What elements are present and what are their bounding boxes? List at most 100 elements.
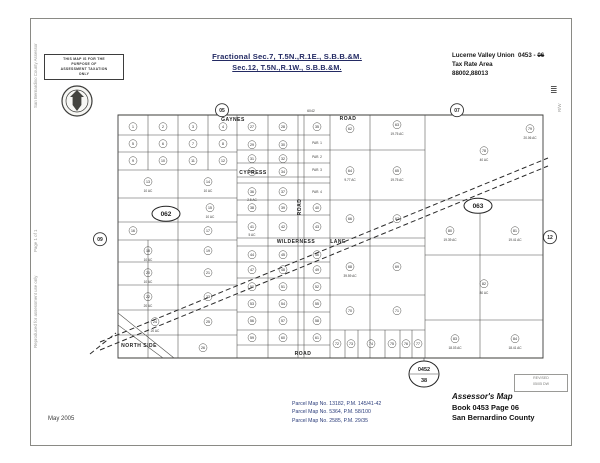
- svg-text:77: 77: [416, 342, 420, 346]
- parcel-number: 50: [247, 282, 257, 291]
- road-label: ROAD: [297, 199, 303, 216]
- parcel-number: 14: [203, 177, 213, 186]
- parcel-number: 67: [392, 214, 402, 223]
- tax-rate-block: Lucerne Valley Union 0453 - 06 Tax Rate …: [452, 52, 572, 79]
- svg-text:5: 5: [132, 142, 134, 146]
- map-label: 5 AC: [249, 233, 257, 237]
- svg-text:65: 65: [395, 169, 399, 173]
- parcel-number: 84: [510, 334, 520, 343]
- svg-text:43: 43: [315, 225, 319, 229]
- svg-text:6042: 6042: [307, 109, 315, 113]
- svg-text:80 AC: 80 AC: [480, 291, 489, 295]
- svg-text:19.75 AC: 19.75 AC: [390, 132, 404, 136]
- parcel-number: 16: [128, 226, 138, 235]
- svg-text:42: 42: [281, 225, 285, 229]
- parcel-number: 7: [188, 139, 198, 148]
- svg-text:54: 54: [281, 302, 285, 306]
- road-label: WILDERNESS: [277, 239, 315, 245]
- road-label: ROAD: [340, 116, 356, 122]
- parcel-number: 19: [203, 246, 213, 255]
- parcel-number: 27: [247, 122, 257, 131]
- svg-text:83: 83: [453, 337, 457, 341]
- parcel-number: 55: [312, 299, 322, 308]
- parcel-number: 37: [278, 187, 288, 196]
- reference-note: Parcel Map No. 2585, P.M. 29/35: [292, 417, 369, 424]
- revision-box-line: 05/05 DW: [533, 381, 549, 386]
- svg-text:5 AC: 5 AC: [249, 233, 257, 237]
- map-date: May 2005: [48, 416, 75, 422]
- parcel-number: 20: [143, 268, 153, 277]
- parcel-number: 60: [278, 333, 288, 342]
- svg-text:10 AC: 10 AC: [206, 215, 215, 219]
- parcel-number: 28: [278, 122, 288, 131]
- svg-text:2.5 AC: 2.5 AC: [247, 198, 257, 202]
- map-label: 10 AC: [144, 189, 153, 193]
- map-label: 80 AC: [480, 291, 489, 295]
- parcel-number: 48: [278, 265, 288, 274]
- svg-text:19.41 AC: 19.41 AC: [508, 238, 522, 242]
- svg-text:19: 19: [206, 249, 210, 253]
- parcel-number: 49: [312, 265, 322, 274]
- svg-text:75: 75: [390, 342, 394, 346]
- svg-text:45: 45: [281, 253, 285, 257]
- parcel-number: 34: [278, 167, 288, 176]
- svg-text:29: 29: [250, 143, 254, 147]
- sheet-ref-page: 38: [421, 378, 427, 384]
- parcel-number: 79: [525, 124, 535, 133]
- parcel-number: 76: [401, 339, 411, 348]
- svg-text:2: 2: [162, 125, 164, 129]
- parcel-number: 18: [143, 246, 153, 255]
- svg-text:82: 82: [482, 282, 486, 286]
- svg-text:61: 61: [315, 336, 319, 340]
- parcel-number: 57: [278, 316, 288, 325]
- map-label: PAR. 3: [312, 168, 322, 172]
- parcel-number: 21: [203, 268, 213, 277]
- svg-text:72: 72: [335, 342, 339, 346]
- map-label: 10 AC: [144, 258, 153, 262]
- parcel-number: 66: [345, 214, 355, 223]
- svg-text:4: 4: [222, 125, 224, 129]
- svg-text:9: 9: [132, 159, 134, 163]
- map-label: 10 AC: [144, 280, 153, 284]
- road-label: CYPRESS: [239, 170, 266, 176]
- svg-text:18.41 AC: 18.41 AC: [508, 346, 522, 350]
- svg-text:21: 21: [206, 271, 210, 275]
- svg-text:49: 49: [315, 268, 319, 272]
- parcel-number: 5: [128, 139, 138, 148]
- parcel-number: 44: [247, 250, 257, 259]
- svg-text:12: 12: [221, 159, 225, 163]
- parcel-number: 56: [247, 316, 257, 325]
- parcel-number: 9: [128, 156, 138, 165]
- parcel-number: 31: [247, 154, 257, 163]
- svg-text:84: 84: [513, 337, 517, 341]
- map-label: 19.75 AC: [390, 132, 404, 136]
- svg-text:48: 48: [281, 268, 285, 272]
- parcel-number: 73: [346, 339, 356, 348]
- parcel-number: 53: [247, 299, 257, 308]
- svg-text:18: 18: [146, 249, 150, 253]
- parcel-number: 78: [479, 146, 489, 155]
- svg-text:47: 47: [250, 268, 254, 272]
- assessor-map-label: Assessor's Map: [452, 392, 513, 401]
- block-number: 062: [151, 205, 181, 222]
- svg-text:40: 40: [315, 206, 319, 210]
- svg-text:81: 81: [513, 229, 517, 233]
- parcel-number: 24: [150, 317, 160, 326]
- title-line-1: Fractional Sec.7, T.5N.,R.1E., S.B.B.&M.: [212, 52, 362, 61]
- stamp-line: ONLY: [78, 72, 90, 77]
- svg-text:063: 063: [473, 203, 484, 210]
- parcel-number: 15: [205, 203, 215, 212]
- map-label: 19.41 AC: [508, 238, 522, 242]
- parcel-number: 46: [312, 250, 322, 259]
- adjacent-page-reference: 07: [450, 103, 464, 118]
- parcel-number: 10: [158, 156, 168, 165]
- parcel-number: 43: [312, 222, 322, 231]
- map-label: 2.5 AC: [247, 198, 257, 202]
- parcel-lines: [117, 115, 543, 359]
- svg-text:41: 41: [250, 225, 254, 229]
- svg-text:71: 71: [395, 309, 399, 313]
- svg-text:79: 79: [528, 127, 532, 131]
- parcel-number: 71: [392, 306, 402, 315]
- map-label: 39.59 AC: [343, 274, 357, 278]
